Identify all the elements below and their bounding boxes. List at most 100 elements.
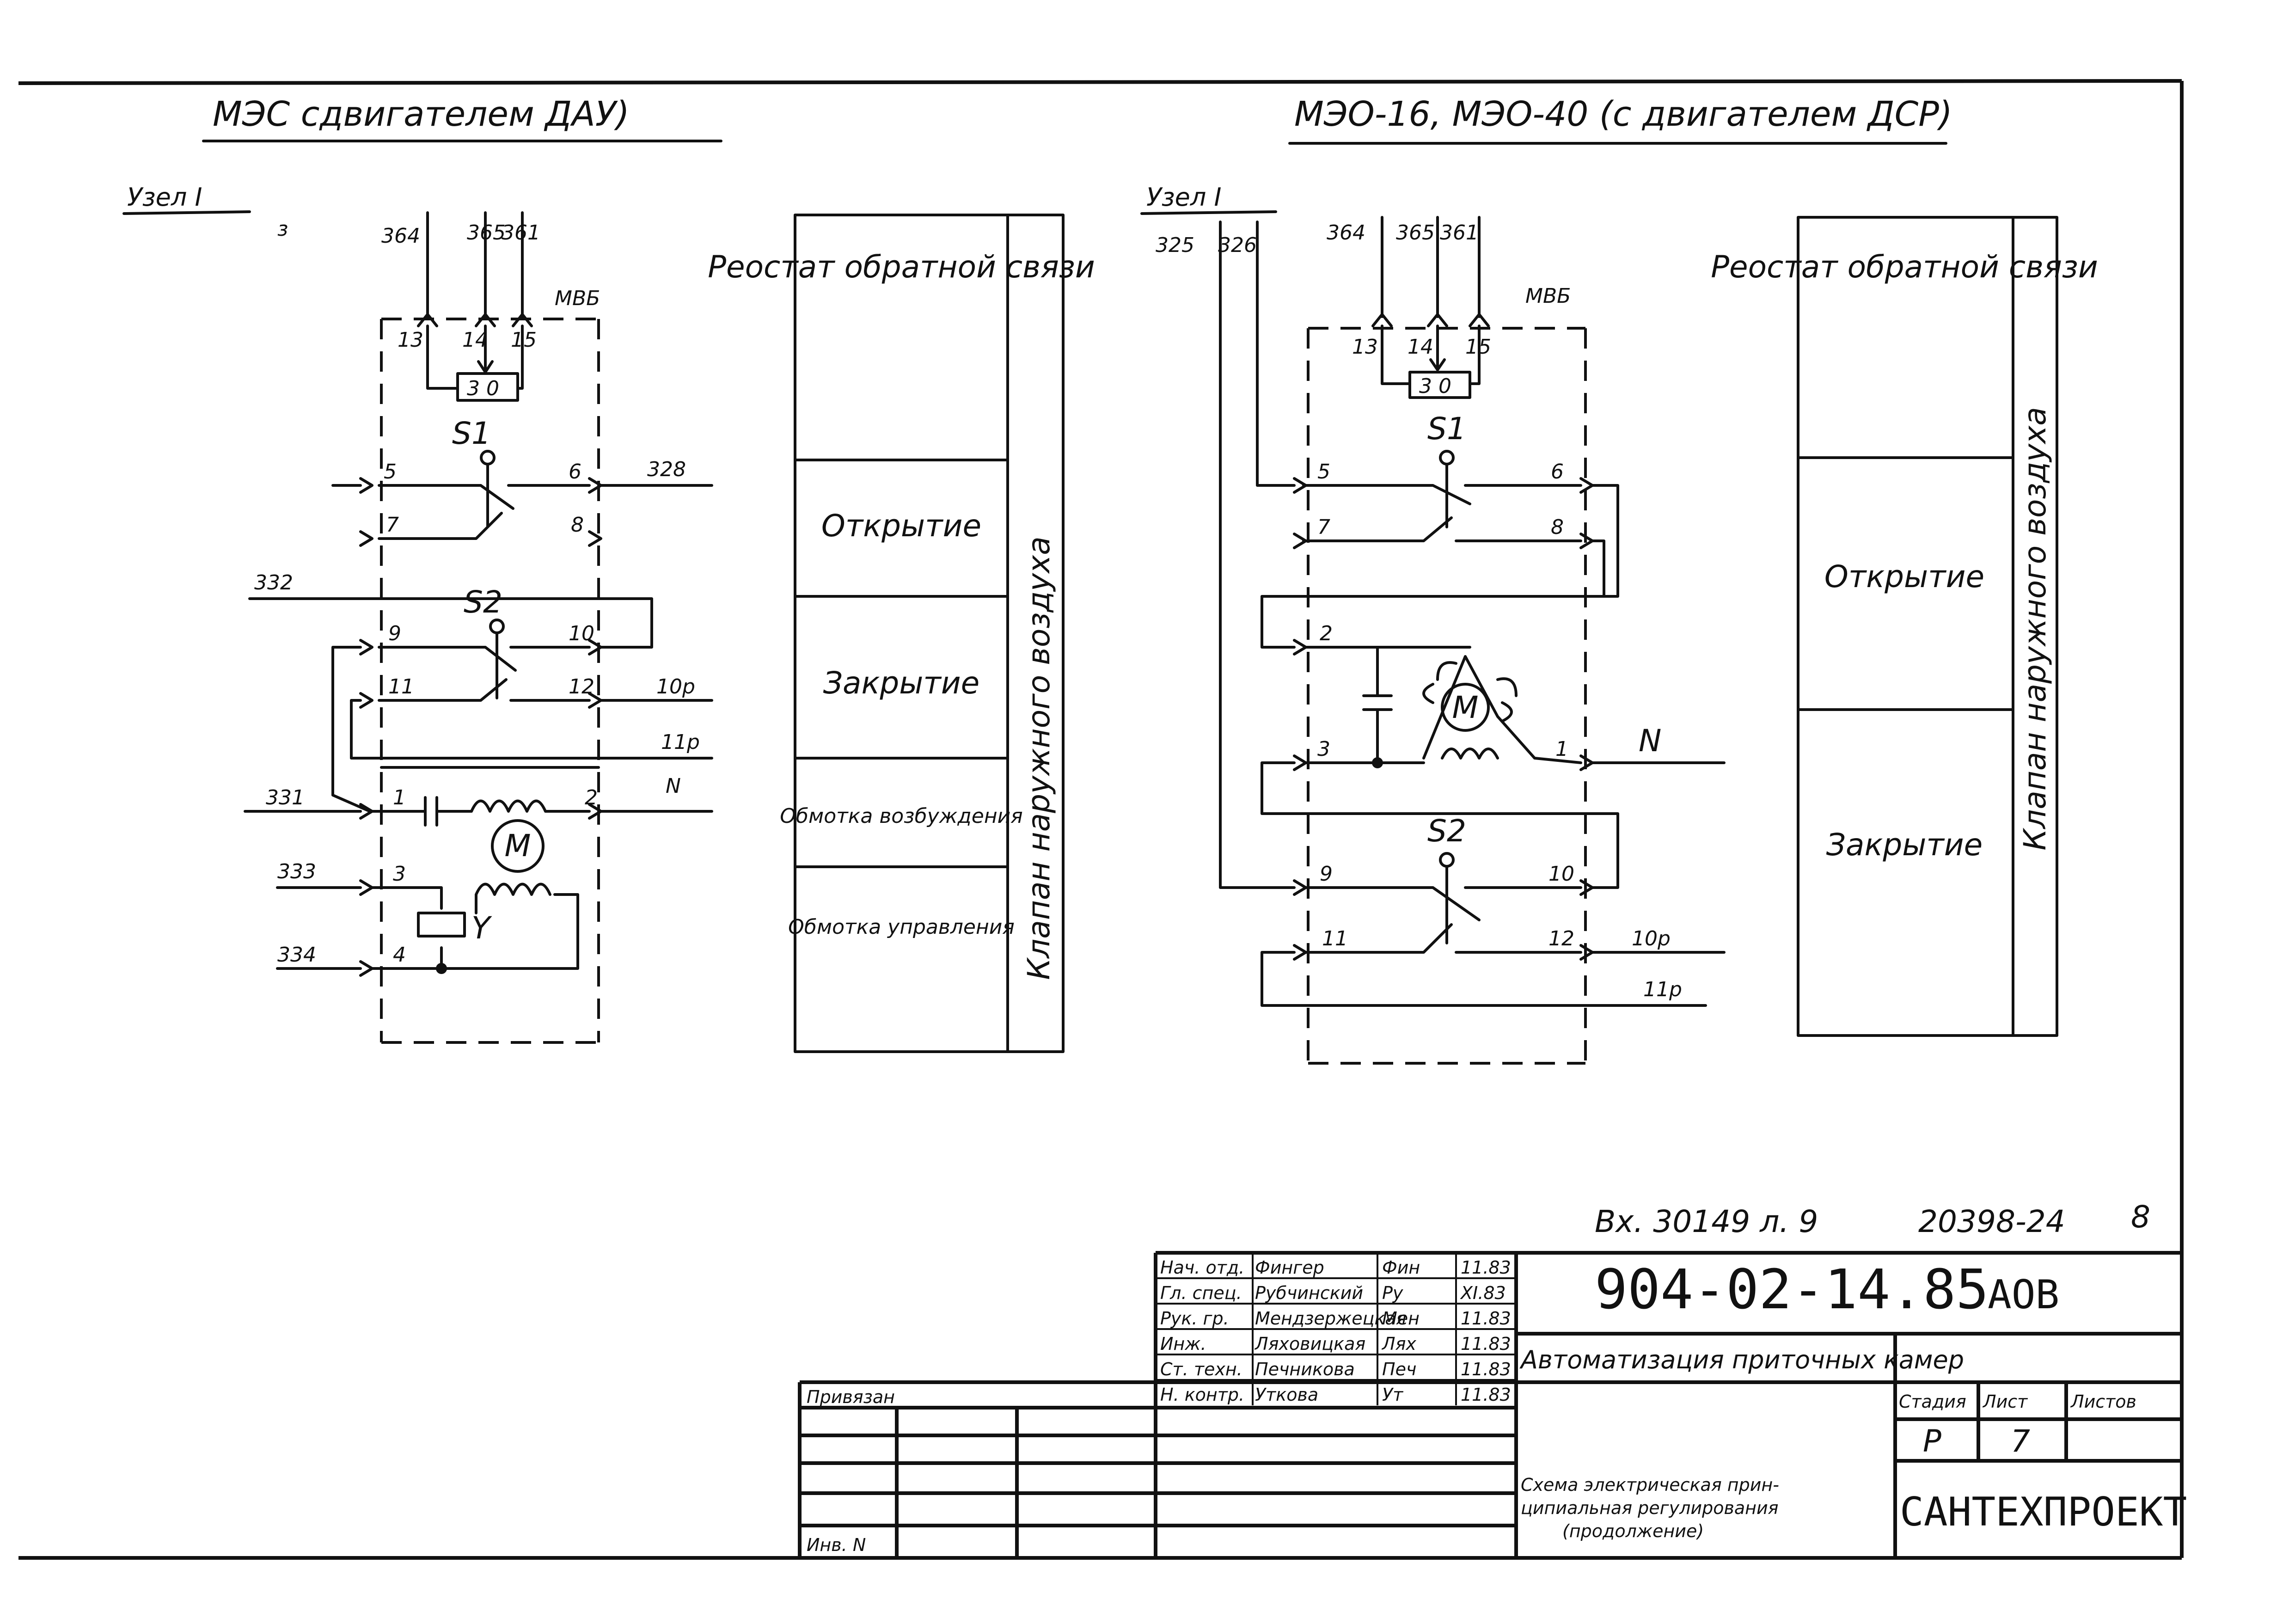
right-feed-325-326	[1219, 221, 1296, 889]
right-wire-11r	[1261, 951, 1707, 1007]
left-excitation-capacitor	[371, 796, 473, 827]
right-pin-13: 13	[1352, 335, 1378, 359]
right-motor-capacitor	[1304, 646, 1471, 764]
node-label-right-underline	[1140, 210, 1277, 215]
left-wire-332-label: 332	[254, 571, 293, 594]
date-4: 11.83	[1461, 1359, 1511, 1379]
left-switch-s2-actuator	[489, 619, 505, 634]
date-0: 11.83	[1461, 1257, 1511, 1278]
inventory-label: Инв. N	[807, 1535, 866, 1555]
right-scheme: 325 326 364 365 361 МВБ 13 14 15 3 0 S1 …	[1156, 216, 1726, 1065]
left-wire-331-label: 331	[266, 786, 305, 809]
right-terminal-361: 361	[1440, 221, 1479, 245]
name-5: Уткова	[1255, 1385, 1318, 1405]
left-wire-11r-label: 11р	[661, 730, 700, 754]
left-motor-label: M	[505, 828, 531, 864]
object-name: Автоматизация приточных камер	[1519, 1345, 1964, 1374]
left-legend-frame	[794, 214, 1065, 1053]
right-switch-s1-contacts	[1302, 463, 1582, 542]
right-legend-opening: Открытие	[1824, 559, 1984, 594]
left-top-feed-wires	[426, 211, 524, 318]
node-label-left-underline	[122, 210, 251, 215]
left-control-winding	[475, 882, 551, 914]
left-switch-s1-actuator	[480, 450, 496, 466]
left-contact-4: 4	[393, 943, 406, 967]
right-connector-2	[1293, 639, 1307, 656]
right-s1-terminal-connectors	[1293, 477, 1594, 549]
left-coil-label: Y	[471, 910, 492, 946]
description-line-1: ципиальная регулирования	[1521, 1498, 1779, 1518]
right-terminal-325: 325	[1156, 233, 1194, 257]
right-legend-grid	[1797, 216, 2014, 1037]
left-control-relay	[417, 912, 466, 938]
right-top-feed-wires	[1381, 216, 1481, 318]
right-contact-8: 8	[1551, 515, 1564, 539]
node-label-left: Узел I	[127, 183, 202, 212]
name-1: Рубчинский	[1255, 1283, 1363, 1303]
frame-top-line	[18, 79, 2182, 85]
left-scheme: 364 365 361 МВБ 13 14 15 3 0 S1 5 6 7 8 …	[244, 211, 713, 1044]
archive-number: 20398-24	[1918, 1204, 2065, 1239]
left-wire-332	[248, 597, 653, 649]
heading-left: МЭС сдвигателем ДАУ)	[213, 94, 630, 134]
right-wire-11r-label: 11р	[1643, 978, 1682, 1001]
left-pin-14: 14	[462, 328, 488, 352]
description-line-0: Схема электрическая прин-	[1521, 1475, 1779, 1495]
left-switch-s1-contacts	[378, 463, 591, 540]
left-feedback-rheostat	[456, 372, 519, 402]
document-code: 904-02-14.85	[1595, 1257, 1989, 1321]
left-s2-terminal-connectors	[359, 639, 602, 709]
right-motor-windings	[1422, 661, 1518, 760]
role-0: Нач. отд.	[1160, 1257, 1244, 1278]
right-contact-3: 3	[1317, 737, 1330, 761]
left-contact-12: 12	[569, 675, 594, 699]
right-terminal-364: 364	[1327, 221, 1365, 245]
signature-5: Ут	[1382, 1385, 1404, 1405]
left-legend-side: Клапан наружного воздуха	[1021, 536, 1057, 980]
left-contact-6: 6	[569, 460, 581, 484]
right-legend-closing: Закрытие	[1826, 827, 1983, 863]
right-contact-7: 7	[1317, 515, 1330, 539]
left-contact-10: 10	[569, 622, 594, 645]
sheet-value: 7	[2011, 1423, 2030, 1459]
right-contact-10: 10	[1548, 862, 1574, 886]
date-2: 11.83	[1461, 1308, 1511, 1329]
right-legend: Реостат обратной связи Открытие Закрытие…	[1711, 216, 2098, 1037]
right-switch-s1-actuator	[1439, 450, 1455, 466]
left-legend-control: Обмотка управления	[788, 915, 1015, 939]
privyazan-grid	[798, 1380, 1516, 1558]
right-legend-rheostat: Реостат обратной связи	[1711, 249, 2098, 285]
right-mvb-connectors	[1371, 313, 1490, 327]
role-4: Ст. техн.	[1160, 1359, 1242, 1379]
signature-1: Ру	[1382, 1283, 1403, 1303]
left-terminal-364: 364	[381, 224, 420, 248]
node-label-right: Узел I	[1146, 183, 1221, 212]
stray-mark: з	[277, 217, 288, 241]
right-motor-label: M	[1452, 690, 1479, 725]
right-s2-terminal-connectors	[1293, 879, 1594, 961]
sheet-header: Лист	[1982, 1391, 2028, 1412]
left-legend-grid	[794, 214, 1009, 1053]
right-feedback-label: 3 0	[1419, 374, 1451, 398]
right-contact-11: 11	[1322, 927, 1348, 950]
heading-right: МЭО-16, МЭО-40 (с двигателем ДСР)	[1294, 94, 1952, 134]
signature-3: Лях	[1381, 1334, 1416, 1354]
left-wire-328-label: 328	[647, 458, 686, 481]
left-connectors-3-4	[359, 879, 373, 977]
description-line-2: (продолжение)	[1562, 1521, 1704, 1541]
right-wire-n-label: N	[1639, 723, 1661, 759]
left-wire-10r-label: 10р	[656, 675, 695, 699]
left-bridge-9-to-1	[331, 646, 371, 813]
left-legend: Реостат обратной связи Открытие Закрытие…	[708, 214, 1095, 1053]
left-contact-2: 2	[585, 786, 598, 809]
left-mvb-connectors	[417, 313, 533, 327]
name-3: Ляховицкая	[1254, 1334, 1365, 1354]
right-motor-terminals	[1261, 754, 1726, 889]
right-device-boundary	[1307, 327, 1587, 1065]
role-1: Гл. спец.	[1160, 1283, 1242, 1303]
left-legend-excitation: Обмотка возбуждения	[780, 804, 1022, 828]
name-0: Фингер	[1255, 1257, 1324, 1278]
left-rheostat-wiper	[477, 325, 494, 374]
right-wire-10r-label: 10р	[1632, 927, 1671, 950]
